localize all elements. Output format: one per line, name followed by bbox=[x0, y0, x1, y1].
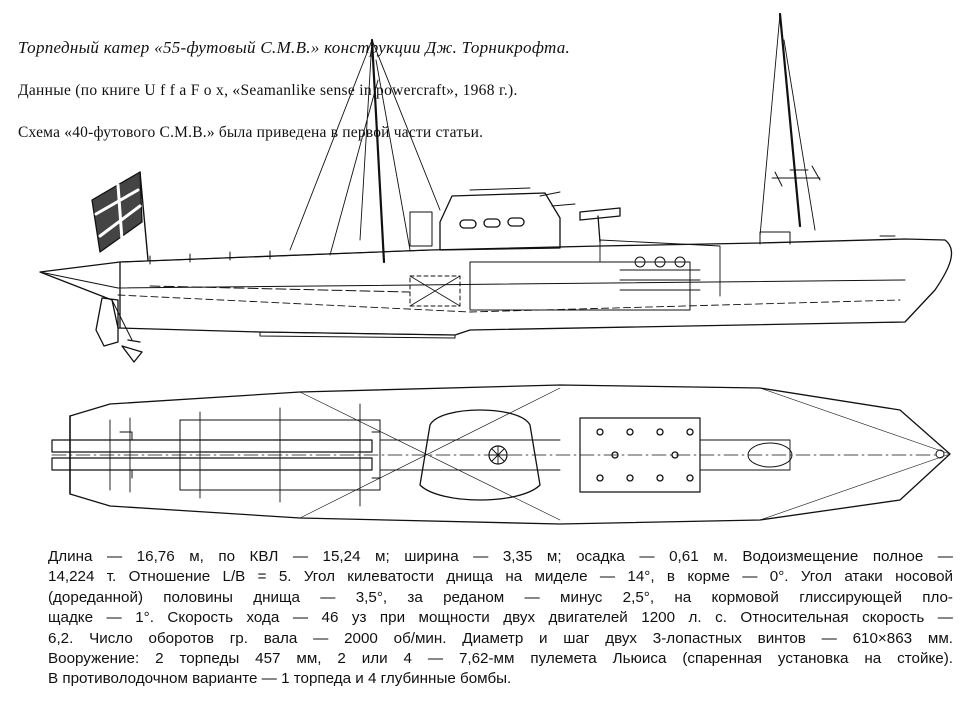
spec-line: В противолодочном варианте — 1 торпеда и… bbox=[48, 670, 512, 688]
spec-line: Вооружение: 2 торпеды 457 мм, 2 или 4 — … bbox=[48, 650, 953, 668]
spec-line: 6,2. Число оборотов гр. вала — 2000 об/м… bbox=[48, 629, 953, 647]
boat-drawing bbox=[39, 12, 953, 525]
spec-line: Длина — 16,76 м, по КВЛ — 15,24 м; ширин… bbox=[48, 548, 953, 565]
specifications-text: Длина — 16,76 м, по КВЛ — 15,24 м; ширин… bbox=[48, 547, 953, 690]
mast-rigging bbox=[289, 39, 441, 256]
engine-block bbox=[469, 261, 691, 311]
engine-hatch bbox=[579, 417, 701, 493]
spec-line: 14,224 т. Отношение L/B = 5. Угол килева… bbox=[48, 568, 953, 586]
bow-hatch bbox=[747, 442, 793, 468]
propeller bbox=[121, 339, 143, 363]
rudder bbox=[95, 297, 119, 347]
side-elevation-view bbox=[39, 12, 953, 363]
torpedo-left bbox=[51, 439, 373, 453]
cockpit-plan bbox=[419, 409, 541, 501]
torpedo-right bbox=[51, 457, 373, 471]
ensign-flag-staff bbox=[139, 171, 149, 261]
machine-gun-mount bbox=[579, 207, 621, 243]
data-source-note: Данные (по книге U f f a F o x, «Seamanl… bbox=[18, 82, 518, 99]
spec-line: (дореданной) половины днища — 3,5°, за р… bbox=[48, 588, 953, 606]
plan-view bbox=[51, 384, 951, 525]
spec-line: щадке — 1°. Скорость хода — 46 уз при мо… bbox=[48, 609, 953, 627]
drawing-title: Торпедный катер «55-футовый С.М.В.» конс… bbox=[18, 38, 571, 57]
hull-plan-outline bbox=[69, 384, 951, 525]
cabin-superstructure bbox=[439, 192, 561, 251]
signal-mast bbox=[778, 12, 802, 228]
mast bbox=[370, 38, 386, 264]
